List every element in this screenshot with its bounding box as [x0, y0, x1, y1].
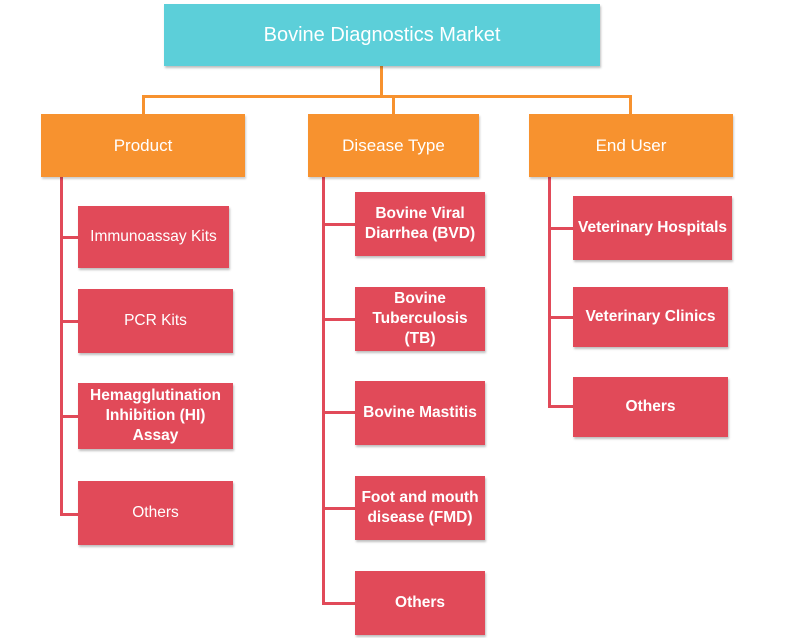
leaf-veterinary-hospitals: Veterinary Hospitals — [573, 196, 732, 260]
category-end-user: End User — [529, 114, 733, 177]
leaf-label: Veterinary Hospitals — [577, 219, 728, 236]
root-label: Bovine Diagnostics Market — [263, 23, 501, 46]
enduser-branch-1 — [548, 227, 575, 230]
leaf-label: Others — [625, 398, 676, 415]
leaf-bovine-viral-diarrhea: Bovine Viral Diarrhea (BVD) — [355, 192, 485, 256]
leaf-label: Veterinary Clinics — [585, 308, 716, 325]
leaf-enduser-others: Others — [573, 377, 728, 437]
leaf-label: PCR Kits — [124, 312, 187, 329]
root-connector-vertical — [380, 66, 383, 98]
leaf-label: Bovine Viral Diarrhea (BVD) — [364, 205, 476, 242]
product-branch-4 — [60, 513, 79, 516]
enduser-branch-3 — [548, 405, 575, 408]
leaf-label: Bovine Mastitis — [363, 404, 477, 421]
connector-to-product — [142, 95, 145, 114]
product-branch-3 — [60, 415, 79, 418]
product-spine — [60, 177, 63, 516]
category-label: Product — [113, 135, 173, 155]
leaf-label: Bovine Tuberculosis (TB) — [372, 290, 468, 347]
product-branch-1 — [60, 236, 79, 239]
leaf-foot-and-mouth-disease: Foot and mouth disease (FMD) — [355, 476, 485, 540]
disease-branch-5 — [322, 602, 355, 605]
category-disease-type: Disease Type — [308, 114, 479, 177]
leaf-pcr-kits: PCR Kits — [78, 289, 233, 353]
disease-branch-3 — [322, 411, 355, 414]
enduser-branch-2 — [548, 316, 575, 319]
root-node: Bovine Diagnostics Market — [164, 4, 600, 66]
root-connector-horizontal — [142, 95, 632, 98]
product-branch-2 — [60, 320, 79, 323]
leaf-label: Others — [132, 504, 179, 521]
connector-to-end-user — [629, 95, 632, 114]
leaf-immunoassay-kits: Immunoassay Kits — [78, 206, 229, 268]
leaf-label: Others — [395, 594, 445, 611]
leaf-label: Hemagglutination Inhibition (HI) Assay — [90, 387, 221, 444]
leaf-hemagglutination-inhibition-assay: Hemagglutination Inhibition (HI) Assay — [78, 383, 233, 449]
leaf-label: Immunoassay Kits — [90, 228, 217, 245]
category-product: Product — [41, 114, 245, 177]
category-label: Disease Type — [342, 135, 445, 155]
leaf-label: Foot and mouth disease (FMD) — [361, 489, 479, 526]
leaf-veterinary-clinics: Veterinary Clinics — [573, 287, 728, 347]
disease-branch-1 — [322, 223, 355, 226]
disease-spine — [322, 177, 325, 605]
leaf-product-others: Others — [78, 481, 233, 545]
enduser-spine — [548, 177, 551, 408]
disease-branch-4 — [322, 507, 355, 510]
connector-to-disease-type — [392, 95, 395, 114]
leaf-bovine-tuberculosis: Bovine Tuberculosis (TB) — [355, 287, 485, 351]
category-label: End User — [595, 135, 667, 155]
disease-branch-2 — [322, 318, 355, 321]
leaf-bovine-mastitis: Bovine Mastitis — [355, 381, 485, 445]
leaf-disease-others: Others — [355, 571, 485, 635]
